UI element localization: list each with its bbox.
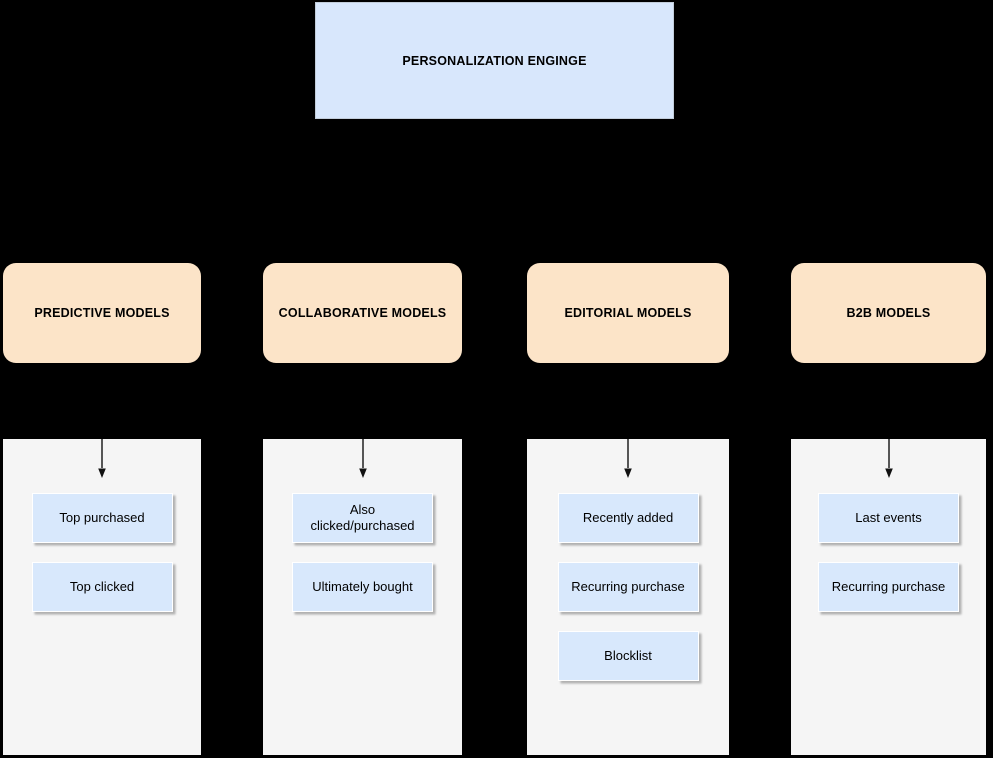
group-panel-predictive: Top purchased Top clicked: [3, 439, 201, 755]
item-ultimately-bought: Ultimately bought: [292, 562, 433, 612]
branch-node-label: EDITORIAL MODELS: [564, 306, 692, 320]
item-list: Top purchased Top clicked: [3, 493, 201, 612]
item-also-clicked-purchased: Also clicked/purchased: [292, 493, 433, 543]
down-arrow-icon: [884, 439, 893, 478]
group-panel-collaborative: Also clicked/purchased Ultimately bought: [263, 439, 462, 755]
item-recurring-purchase: Recurring purchase: [557, 562, 699, 612]
item-top-clicked: Top clicked: [31, 562, 173, 612]
item-list: Last events Recurring purchase: [791, 493, 986, 612]
item-blocklist: Blocklist: [557, 631, 699, 681]
item-recently-added: Recently added: [557, 493, 699, 543]
item-recurring-purchase: Recurring purchase: [818, 562, 959, 612]
branch-node-editorial-models: EDITORIAL MODELS: [527, 263, 729, 363]
branch-node-label: PREDICTIVE MODELS: [34, 306, 170, 320]
branch-node-collaborative-models: COLLABORATIVE MODELS: [263, 263, 462, 363]
branch-node-label: B2B MODELS: [846, 306, 931, 320]
group-panel-b2b: Last events Recurring purchase: [791, 439, 986, 755]
item-list: Also clicked/purchased Ultimately bought: [263, 493, 462, 612]
branch-node-label: COLLABORATIVE MODELS: [278, 306, 447, 320]
item-list: Recently added Recurring purchase Blockl…: [527, 493, 729, 681]
item-top-purchased: Top purchased: [31, 493, 173, 543]
down-arrow-icon: [358, 439, 367, 478]
item-last-events: Last events: [818, 493, 959, 543]
root-node-personalization-engine: PERSONALIZATION ENGINGE: [315, 2, 674, 119]
down-arrow-icon: [98, 439, 106, 478]
group-panel-editorial: Recently added Recurring purchase Blockl…: [527, 439, 729, 755]
root-node-label: PERSONALIZATION ENGINGE: [402, 53, 587, 68]
branch-node-predictive-models: PREDICTIVE MODELS: [3, 263, 201, 363]
down-arrow-icon: [624, 439, 632, 478]
branch-node-b2b-models: B2B MODELS: [791, 263, 986, 363]
